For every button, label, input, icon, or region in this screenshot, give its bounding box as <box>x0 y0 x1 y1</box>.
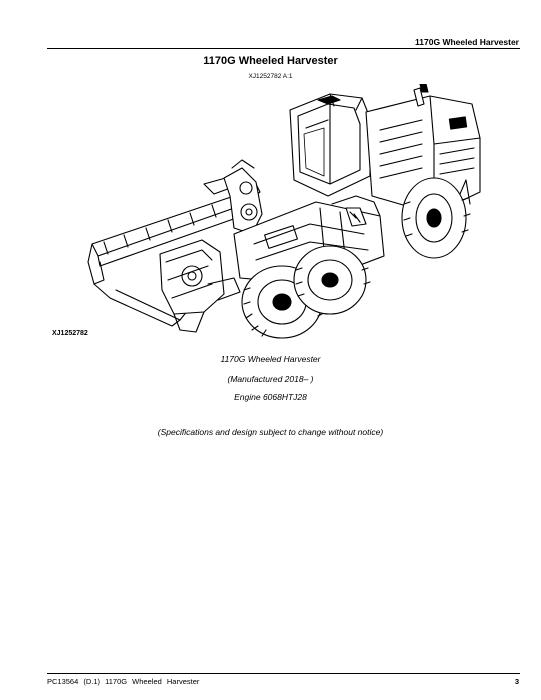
caption-engine: Engine 6068HTJ28 <box>234 392 307 402</box>
specifications-notice: (Specifications and design subject to ch… <box>157 427 384 437</box>
footer-left: PC13564 (D.1) 1170G Wheeled Harvester <box>47 677 199 686</box>
header-title: 1170G Wheeled Harvester <box>415 37 519 47</box>
harvester-illustration <box>87 84 481 339</box>
footer-title: 1170G Wheeled Harvester <box>105 677 200 686</box>
header-rule <box>47 48 520 49</box>
cab <box>289 93 371 197</box>
footer-rule <box>47 673 520 674</box>
page-number: 3 <box>514 677 519 686</box>
caption-model: 1170G Wheeled Harvester <box>220 354 321 364</box>
front-wheels <box>241 245 371 339</box>
rear-wheels <box>401 177 471 259</box>
page-title: 1170G Wheeled Harvester <box>203 55 338 67</box>
footer-doc-code: PC13564 <box>47 677 79 686</box>
illustration-id-top: XJ1252782 A:1 <box>248 73 293 80</box>
footer-revision: (D.1) <box>83 677 101 686</box>
illustration-id-label: XJ1252782 <box>52 330 88 337</box>
crane-pillar <box>223 159 263 235</box>
harvester-head <box>159 239 241 333</box>
caption-manufactured: (Manufactured 2018– ) <box>227 374 314 384</box>
